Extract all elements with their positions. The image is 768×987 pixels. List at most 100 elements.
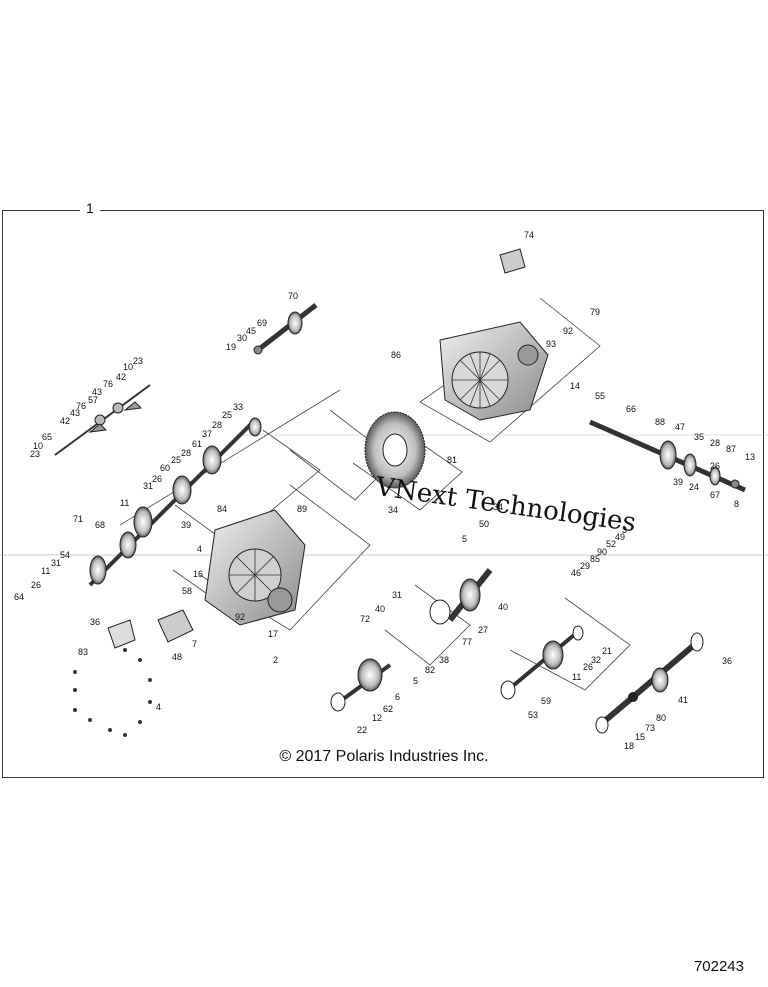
shift-fork-shaft <box>54 384 151 456</box>
callout: 42 <box>60 416 70 426</box>
callout: 31 <box>143 481 153 491</box>
callout: 24 <box>689 482 699 492</box>
callout: 71 <box>73 514 83 524</box>
output-shaft-upper <box>588 419 747 493</box>
lower-gear-stack-a <box>330 658 392 712</box>
callout: 66 <box>626 404 636 414</box>
callout: 42 <box>116 372 126 382</box>
callout: 5 <box>462 534 467 544</box>
callout: 72 <box>360 614 370 624</box>
callout: 50 <box>479 519 489 529</box>
callout: 88 <box>655 417 665 427</box>
callout: 29 <box>580 561 590 571</box>
callout: 11 <box>572 672 581 682</box>
callout: 38 <box>439 655 449 665</box>
callout: 40 <box>498 602 508 612</box>
callout: 64 <box>14 592 24 602</box>
callout: 13 <box>745 452 755 462</box>
output-shaft-lower <box>595 632 704 734</box>
callout: 76 <box>103 379 113 389</box>
callout: 87 <box>726 444 736 454</box>
bracket-and-fasteners <box>73 248 526 737</box>
callout: 82 <box>425 665 435 675</box>
callout: 33 <box>233 402 243 412</box>
callout: 39 <box>673 477 683 487</box>
callout: 68 <box>95 520 105 530</box>
callout: 31 <box>392 590 402 600</box>
callout: 41 <box>678 695 688 705</box>
callout: 11 <box>120 498 129 508</box>
ring-gear <box>364 411 426 489</box>
callout: 12 <box>372 713 382 723</box>
callout: 83 <box>78 647 88 657</box>
lower-gear-stack-b <box>500 625 584 700</box>
callout: 19 <box>226 342 236 352</box>
callout: 90 <box>597 547 607 557</box>
transmission-case-left <box>204 509 306 626</box>
callout: 59 <box>541 696 551 706</box>
callout: 26 <box>710 461 720 471</box>
callout: 89 <box>297 504 307 514</box>
callout: 69 <box>257 318 267 328</box>
countershaft <box>429 568 493 625</box>
callout: 34 <box>493 502 503 512</box>
callout: 25 <box>171 455 181 465</box>
callout: 46 <box>571 568 581 578</box>
callout: 74 <box>524 230 534 240</box>
callout: 92 <box>563 326 573 336</box>
callout: 15 <box>635 732 645 742</box>
callout: 21 <box>602 646 612 656</box>
callout: 61 <box>192 439 202 449</box>
callout: 25 <box>222 410 232 420</box>
callout: 67 <box>710 490 720 500</box>
callout: 35 <box>694 432 704 442</box>
callout: 57 <box>88 395 98 405</box>
callout: 34 <box>388 505 398 515</box>
callout: 58 <box>182 586 192 596</box>
callout: 39 <box>181 520 191 530</box>
catalog-number: 702243 <box>693 958 744 975</box>
assembly-frame <box>2 210 764 778</box>
callout: 54 <box>60 550 70 560</box>
callout: 77 <box>462 637 472 647</box>
callout: 70 <box>288 291 298 301</box>
callout: 52 <box>606 539 616 549</box>
callout: 5 <box>413 676 418 686</box>
callout: 18 <box>624 741 634 751</box>
callout: 3 <box>622 525 627 535</box>
assembly-number: 1 <box>80 200 100 216</box>
transmission-case-right <box>439 321 549 421</box>
callout: 40 <box>375 604 385 614</box>
callout: 47 <box>675 422 685 432</box>
callout: 49 <box>615 532 625 542</box>
callout: 92 <box>235 612 245 622</box>
callout: 14 <box>570 381 580 391</box>
callout: 11 <box>41 566 50 576</box>
callout: 26 <box>31 580 41 590</box>
callout: 28 <box>710 438 720 448</box>
callout: 43 <box>92 387 102 397</box>
callout: 86 <box>391 350 401 360</box>
callout: 37 <box>202 429 212 439</box>
callout: 27 <box>478 625 488 635</box>
callout: 17 <box>268 629 278 639</box>
callout: 65 <box>42 432 52 442</box>
callout: 30 <box>237 333 247 343</box>
input-shaft-left <box>88 417 262 587</box>
callout: 32 <box>591 655 601 665</box>
callout: 26 <box>152 474 162 484</box>
callout: 16 <box>193 569 203 579</box>
callout: 26 <box>583 662 593 672</box>
callout: 23 <box>30 449 40 459</box>
callout: 10 <box>33 441 43 451</box>
callout: 81 <box>447 455 457 465</box>
callout: 28 <box>181 448 191 458</box>
callout: 45 <box>246 326 256 336</box>
callout: 8 <box>734 499 739 509</box>
callout: 4 <box>197 544 202 554</box>
callout: 73 <box>645 723 655 733</box>
callout: 23 <box>133 356 143 366</box>
callout: 10 <box>123 362 133 372</box>
callout: 7 <box>192 639 197 649</box>
